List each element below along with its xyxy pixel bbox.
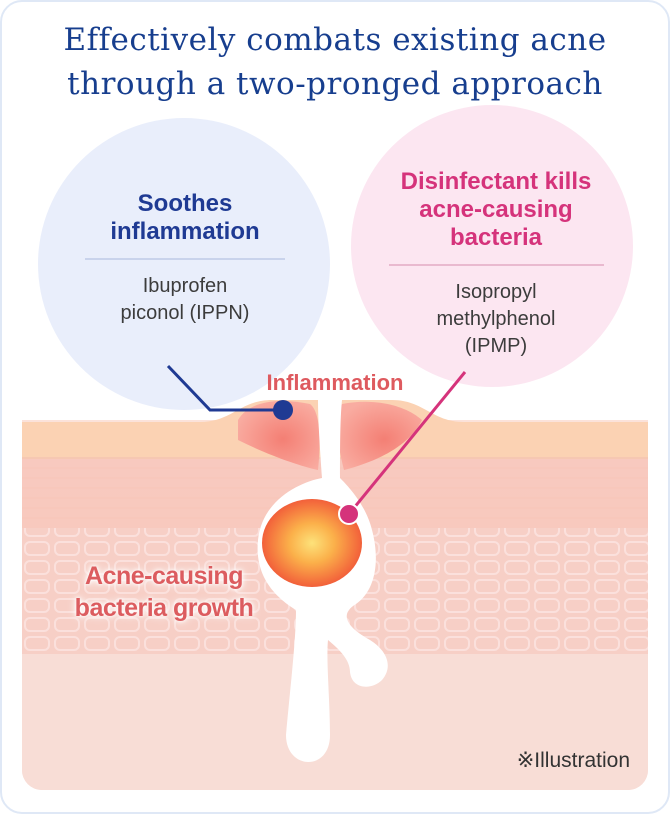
right-connector-line <box>347 371 467 515</box>
left-bubble-circle <box>38 118 330 410</box>
title-line-2: through a two-pronged approach <box>67 66 603 102</box>
left-bubble-title-line-2: inflammation <box>110 218 260 245</box>
lower-dermis <box>22 654 648 790</box>
left-bubble-ingredient: Ibuprofen piconol (IPPN) <box>60 273 310 327</box>
left-ingredient-line-2: piconol (IPPN) <box>120 302 250 324</box>
right-ingredient-line-2: methylphenol <box>436 308 556 330</box>
left-bubble-title: Soothes inflammation <box>60 190 310 246</box>
right-bubble-title-line-3: bacteria <box>449 224 543 251</box>
bacteria-nodule <box>262 499 362 587</box>
right-ingredient-line-3: (IPMP) <box>464 335 528 357</box>
right-bubble-divider <box>388 264 604 266</box>
illustration-note: ※Illustration <box>516 749 630 772</box>
right-bubble-ingredient: Isopropyl methylphenol (IPMP) <box>372 279 620 360</box>
inflamed-bump-right <box>337 401 422 470</box>
right-bubble-title: Disinfectant kills acne-causing bacteria <box>372 168 620 252</box>
left-ingredient-line-1: Ibuprofen <box>142 275 228 297</box>
right-bubble-circle <box>351 105 633 387</box>
right-bubble-title-line-1: Disinfectant kills <box>400 168 592 195</box>
left-connector-line <box>166 364 283 412</box>
left-bubble-divider <box>85 258 285 260</box>
bacteria-label-line-2: bacteria growth <box>74 594 254 622</box>
inflamed-bump-left <box>238 401 320 470</box>
right-bubble-title-line-2: acne-causing <box>419 196 573 223</box>
right-bubble: Disinfectant kills acne-causing bacteria… <box>372 168 620 360</box>
page-title: Effectively combats existing acne throug… <box>0 18 670 106</box>
bacteria-label-line-1: Acne-causing <box>85 562 243 590</box>
left-connector-dot <box>273 400 293 420</box>
inflammation-label: Inflammation <box>266 370 404 395</box>
left-bubble-title-line-1: Soothes <box>137 190 233 217</box>
title-line-1: Effectively combats existing acne <box>63 22 607 58</box>
left-bubble: Soothes inflammation Ibuprofen piconol (… <box>60 190 310 327</box>
bacteria-growth-label: Acne-causing bacteria growth <box>34 560 294 624</box>
right-connector-dot <box>338 503 360 525</box>
right-ingredient-line-1: Isopropyl <box>455 281 537 303</box>
